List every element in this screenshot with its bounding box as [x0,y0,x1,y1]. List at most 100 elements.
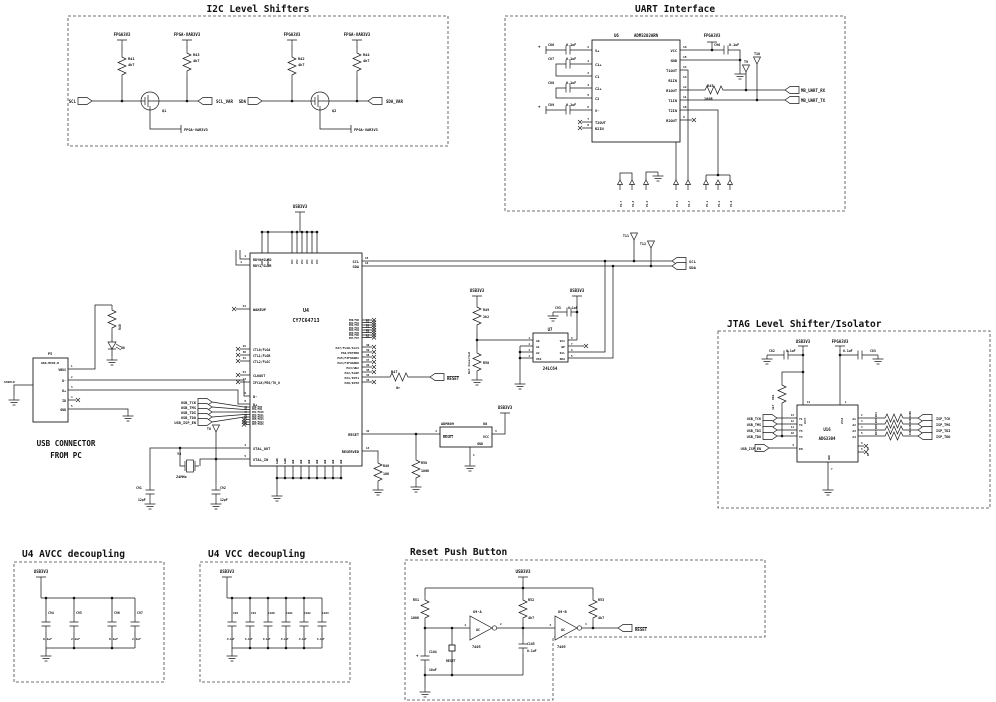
u7-num5: 5 [571,354,573,358]
u16-num3: 3 [861,419,863,423]
r54-ref: R54 [874,412,878,417]
u4-vcc-6: VCC [315,259,319,264]
u4-num24: 24 [366,334,369,337]
u4-ctl1: CTL1/FLGB [253,354,270,358]
u4-num15: 15 [365,256,369,260]
uart-pin-c1: C1 [595,75,599,79]
r51-val: 100K [411,616,420,620]
u9a-oc: OC [476,628,480,632]
usb-isp-en: USB_ISP_EN [174,421,196,425]
usb-tck: USB_TCK [181,401,197,405]
u4-gnd6: GND [332,459,335,464]
uart-num-13: 13 [683,75,687,79]
u16-y1: Y1 [799,417,803,421]
uart-num-16: 16 [683,45,687,49]
i2c-fpga3v3-1: FPGA3V3 [114,32,131,37]
uart-num-3: 3 [587,71,589,75]
uart-num-14: 14 [683,65,687,69]
dot-symbol [738,58,742,62]
u4-num52: 52 [244,421,247,424]
u16-en: EN [799,447,803,451]
uart-p4-6: P4-6 [729,200,733,207]
r62-ref: R62 [771,394,775,400]
u4-pb0: PB0/FD0 [349,319,360,322]
u16-a4: A4 [852,435,856,439]
u4-gnd7: GND [340,459,343,464]
u4-num36: 36 [366,363,370,367]
p5-num1: 1 [71,364,73,368]
u4-agnd1: AGND [276,458,279,464]
u4-pd2: PD2/FD10 [252,411,264,414]
r48-ref: R48 [383,464,389,468]
dot-symbol [838,353,842,357]
reset-title: Reset Push Button [410,547,507,558]
c95-val: 2.2uF [71,637,80,641]
u16-y3: Y3 [799,429,803,433]
r55-ref: R55 [874,418,878,423]
c100-val: 0.1uF [263,637,271,641]
dot-symbol [603,259,607,263]
dot-symbol [230,596,234,600]
u8-usb3v3: USB3V3 [498,405,513,410]
jtag-usb-tms: USB_TMS [747,423,761,427]
c98-ref: C98 [233,611,238,615]
c83-ref: C83 [870,349,876,353]
r47-val: 0r [396,386,401,390]
uart-num-2: 2 [587,45,589,49]
u8-part: ADM809 [441,422,454,426]
u4-num2: 2 [240,260,242,264]
dot-symbol [185,99,189,103]
r50-note: Not Inserted [467,352,471,374]
c100-ref: C100 [268,611,275,615]
c91-ref: C91 [136,486,142,490]
i2c-section-box [67,15,449,147]
uart-c89-ref: C89 [548,103,554,107]
r56-ref: R56 [874,424,878,429]
u4-num29: 29 [243,344,247,348]
usb-tms: USB_TMS [181,406,196,410]
u4-num40: 40 [366,343,370,347]
u8-gnd: GND [477,442,483,446]
r49-ref: R49 [483,308,489,312]
u4-usb3v3: USB3V3 [293,204,308,209]
u4-num21: 21 [366,326,369,329]
u9b-oc: OC [561,628,565,632]
c94-val: 0.1uF [43,637,52,641]
u16-num14: 14 [807,400,811,404]
uart-pin-r2out: R2OUT [666,119,677,123]
u16-num8: 8 [861,447,863,451]
c98-val: 0.1uF [227,637,235,641]
c102-ref: C102 [304,611,311,615]
u4-rdy1: RDY1/SLWR [253,264,272,268]
u4-num23: 23 [366,331,369,334]
p5-dminus: D- [62,379,66,383]
u6-chip-body [591,39,681,143]
uart-num-4: 4 [587,83,589,87]
dot-symbol [450,673,454,677]
u7-num8: 8 [571,336,573,340]
u4-num44: 44 [243,304,247,308]
uart-r45-ref: R45 [707,84,714,88]
u7-vss: VSS [536,357,542,361]
r48-val: 10K [383,472,390,476]
u8-num1: 1 [473,453,475,457]
u4-pb2: PB2/FD2 [349,324,360,327]
u7-num3: 3 [528,348,530,352]
c92-ref: C92 [220,486,226,490]
u4-avcc-1: AVCC [260,258,264,265]
r58-val: 100K [421,469,430,473]
p5-shield: SHIELD [4,380,15,384]
dot-symbol [780,434,784,438]
u4-gnd5: GND [324,459,327,464]
u4-num19: 19 [366,321,369,324]
avcc-section-box [13,561,165,683]
c101-ref: C101 [286,611,293,615]
c95-ref: C95 [76,611,82,615]
u4-pa4: PA4/FIFOADR0 [337,361,359,365]
u16-nc2: NC [867,453,870,456]
u4-gnd3: GND [308,459,311,464]
u16-num10: 10 [791,431,795,435]
u4-vcc-3: VCC [300,259,304,264]
u4-xtalin: XTAL_IN [253,458,268,462]
u16-y4: Y4 [799,435,803,439]
